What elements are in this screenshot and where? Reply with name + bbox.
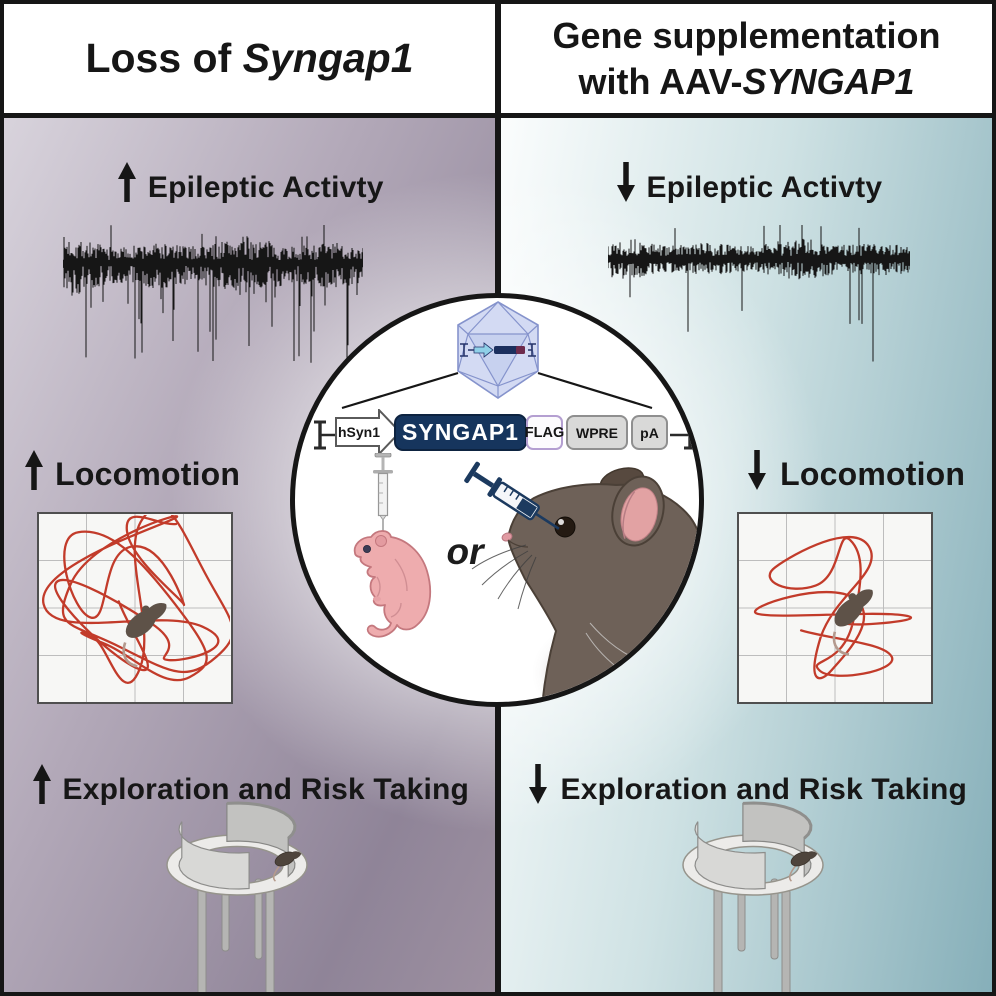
promoter-hsyn1: hSyn1	[335, 409, 401, 455]
pup-ear-icon	[375, 535, 387, 547]
open-field-trace	[42, 515, 230, 685]
zero-maze-right	[668, 795, 838, 992]
zero-maze-left	[152, 795, 322, 992]
right-locomotion-label: Locomotion	[745, 448, 965, 500]
itr-left-icon	[314, 420, 340, 450]
right-title-line1: Gene supplementation	[552, 14, 941, 56]
mouse-silhouette-icon	[832, 589, 873, 656]
decrease-arrow-icon	[526, 762, 550, 814]
syringe-icon	[464, 461, 560, 530]
left-header-title: Loss of Syngap1	[4, 4, 495, 113]
left-epileptic-label: Epileptic Activty	[4, 160, 495, 212]
right-exploration-label: Exploration and Risk Taking	[501, 762, 992, 814]
open-field-right	[737, 512, 933, 709]
tag-wpre: WPRE	[566, 415, 628, 450]
eeg-trace-right	[608, 225, 910, 362]
increase-arrow-icon	[115, 160, 139, 212]
capsid-genome-icon	[460, 343, 536, 357]
pup-eye-icon	[362, 544, 371, 553]
right-exploration-text: Exploration and Risk Taking	[560, 773, 968, 806]
left-exploration-label: Exploration and Risk Taking	[4, 762, 495, 814]
tag-pa: pA	[631, 415, 668, 450]
tag-flag: FLAG	[525, 415, 564, 450]
increase-arrow-icon	[22, 448, 46, 500]
left-title-gene: Syngap1	[242, 35, 414, 81]
decrease-arrow-icon	[614, 160, 638, 212]
mouse-silhouette-icon	[788, 851, 818, 882]
right-header-title: Gene supplementation with AAV-SYNGAP1	[501, 4, 992, 113]
right-title-gene: SYNGAP1	[742, 60, 915, 102]
callout-lines	[341, 371, 653, 410]
left-exploration-text: Exploration and Risk Taking	[62, 773, 470, 806]
neonatal-mouse-icon	[353, 530, 432, 638]
left-epileptic-text: Epileptic Activty	[147, 171, 384, 204]
right-title-line2-prefix: with AAV-	[578, 60, 743, 102]
decrease-arrow-icon	[745, 448, 769, 500]
whiskers-icon	[471, 544, 537, 610]
promoter-label: hSyn1	[337, 424, 380, 440]
mouse-silhouette-icon	[122, 603, 167, 668]
left-locomotion-label: Locomotion	[22, 448, 240, 500]
right-epileptic-text: Epileptic Activty	[646, 171, 883, 204]
promoter-arrow-icon	[335, 409, 401, 455]
adult-mouse-icon	[464, 461, 699, 702]
itr-right-icon	[670, 420, 696, 450]
aav-capsid-icon	[457, 301, 539, 399]
right-locomotion-text: Locomotion	[780, 456, 966, 492]
ear-icon	[611, 475, 665, 547]
open-field-left	[37, 512, 233, 709]
center-circle: hSyn1 SYNGAP1 FLAG WPRE pA	[290, 293, 704, 707]
open-field-trace	[753, 535, 912, 680]
gene-syngap1: SYNGAP1	[394, 414, 527, 451]
eeg-trace-left	[63, 225, 363, 367]
increase-arrow-icon	[30, 762, 54, 814]
right-epileptic-label: Epileptic Activty	[614, 160, 882, 212]
mouse-silhouette-icon	[272, 851, 302, 882]
left-title-prefix: Loss of	[85, 35, 243, 81]
left-locomotion-text: Locomotion	[55, 456, 241, 492]
